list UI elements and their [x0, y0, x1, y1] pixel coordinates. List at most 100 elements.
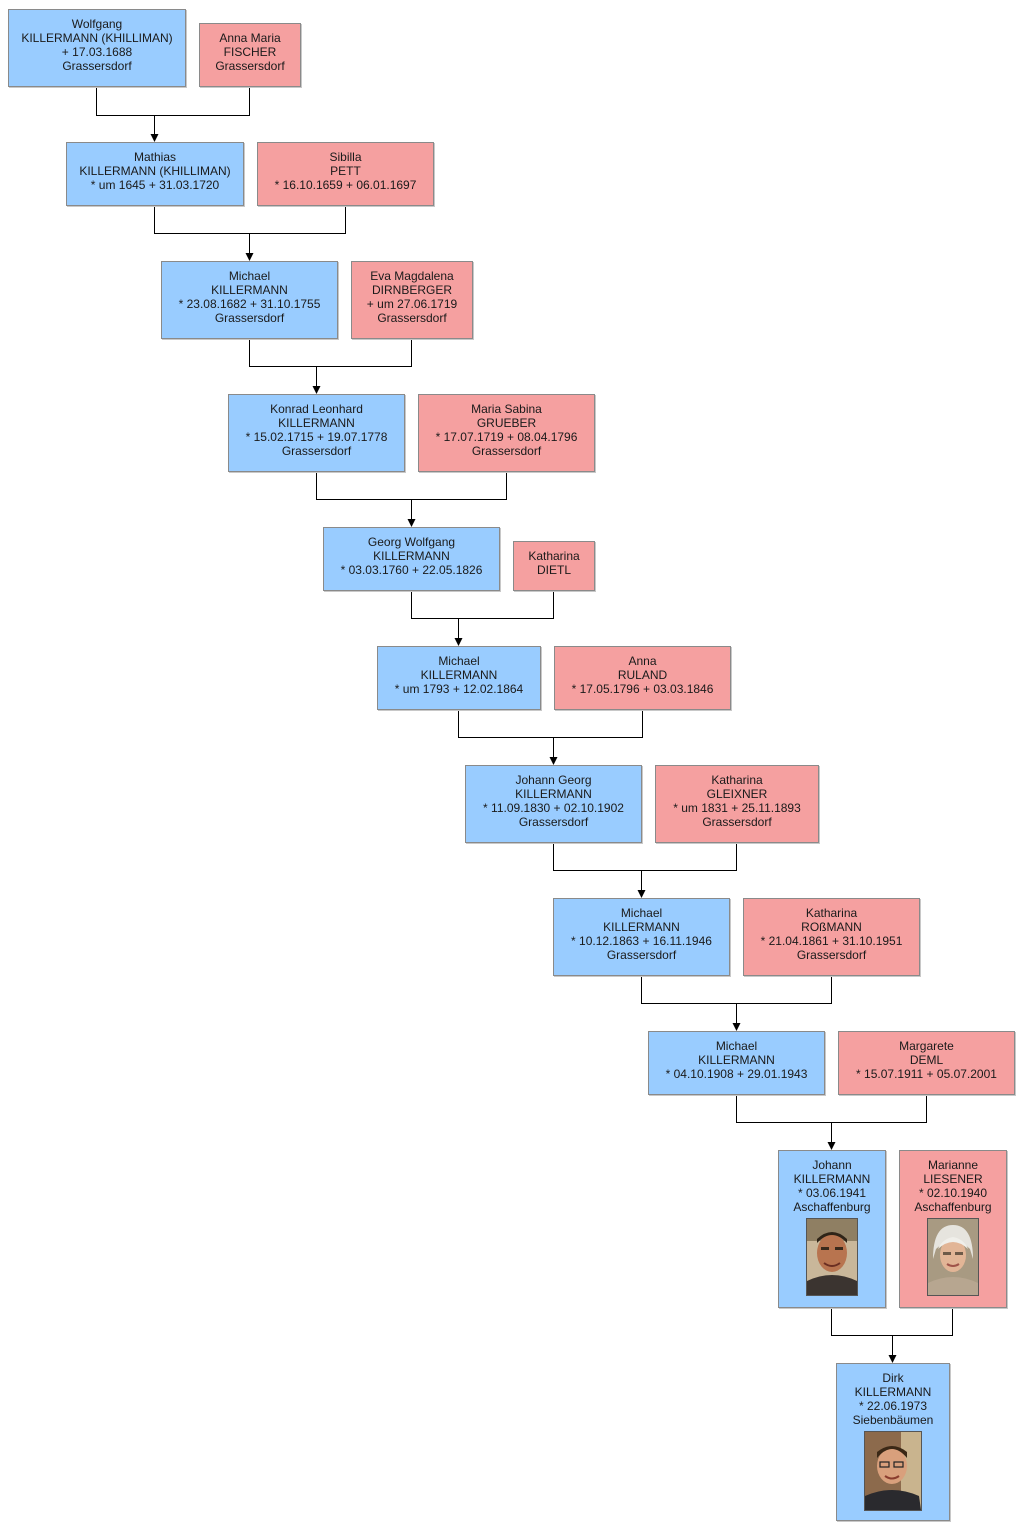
person-line: Sibilla	[329, 150, 362, 164]
person-line: Grassersdorf	[214, 311, 285, 325]
person-johann-georg-killermann[interactable]: Johann Georg KILLERMANN * 11.09.1830 + 0…	[465, 765, 642, 843]
person-line: * 04.10.1908 + 29.01.1943	[665, 1067, 808, 1081]
person-line: * um 1793 + 12.02.1864	[394, 682, 524, 696]
person-line: KILLERMANN	[698, 1053, 775, 1067]
connector-arrowhead-7	[637, 890, 646, 898]
person-line: Siebenbäumen	[852, 1413, 934, 1427]
person-line: Marianne	[927, 1158, 979, 1172]
person-line: DEML	[909, 1053, 944, 1067]
person-line: Dirk	[882, 1371, 904, 1385]
person-line: KILLERMANN	[373, 549, 450, 563]
person-line: * 16.10.1659 + 06.01.1697	[274, 178, 417, 192]
person-johann-killermann[interactable]: Johann KILLERMANN * 03.06.1941 Aschaffen…	[778, 1150, 886, 1308]
person-line: Johann	[812, 1158, 852, 1172]
person-katharina-rossmann[interactable]: Katharina ROßMANN * 21.04.1861 + 31.10.1…	[743, 898, 920, 976]
person-line: Mathias	[133, 150, 177, 164]
person-line: * 17.07.1719 + 08.04.1796	[435, 430, 578, 444]
person-line: PETT	[330, 164, 361, 178]
person-line: * 02.10.1940	[918, 1186, 988, 1200]
person-line: Johann Georg	[515, 773, 592, 787]
person-line: RULAND	[617, 668, 668, 682]
connector-arrowhead-6	[549, 757, 558, 765]
family-connector-8	[641, 976, 832, 1024]
person-line: * 15.02.1715 + 19.07.1778	[245, 430, 388, 444]
person-line: Eva Magdalena	[370, 269, 454, 283]
person-line: Michael	[438, 654, 480, 668]
person-line: Grassersdorf	[606, 948, 677, 962]
family-connector-1	[96, 87, 250, 135]
person-line: Grassersdorf	[281, 444, 352, 458]
person-georg-wolfgang-killermann[interactable]: Georg Wolfgang KILLERMANN * 03.03.1760 +…	[323, 527, 500, 591]
person-dirk-killermann[interactable]: Dirk KILLERMANN * 22.06.1973 Siebenbäume…	[836, 1363, 950, 1521]
connector-arrowhead-9	[827, 1142, 836, 1150]
person-line: Katharina	[711, 773, 763, 787]
person-line: Wolfgang	[71, 17, 123, 31]
person-michael-killermann-1793[interactable]: Michael KILLERMANN * um 1793 + 12.02.186…	[377, 646, 541, 710]
person-mathias-killermann[interactable]: Mathias KILLERMANN (KHILLIMAN) * um 1645…	[66, 142, 244, 206]
connector-arrowhead-8	[732, 1023, 741, 1031]
person-line: * 03.03.1760 + 22.05.1826	[340, 563, 483, 577]
family-connector-10	[831, 1308, 953, 1356]
person-line: * 03.06.1941	[797, 1186, 867, 1200]
person-line: Georg Wolfgang	[367, 535, 456, 549]
person-wolfgang-killermann[interactable]: Wolfgang KILLERMANN (KHILLIMAN) + 17.03.…	[8, 9, 186, 87]
person-marianne-liesener[interactable]: Marianne LIESENER * 02.10.1940 Aschaffen…	[899, 1150, 1007, 1308]
person-anna-ruland[interactable]: Anna RULAND * 17.05.1796 + 03.03.1846	[554, 646, 731, 710]
person-line: * 10.12.1863 + 16.11.1946	[571, 934, 712, 948]
person-line: Anna	[628, 654, 657, 668]
portrait-photo-johann	[806, 1218, 858, 1296]
person-line: DIETL	[536, 563, 571, 577]
person-line: DIRNBERGER	[371, 283, 452, 297]
person-michael-killermann-1682[interactable]: Michael KILLERMANN * 23.08.1682 + 31.10.…	[161, 261, 338, 339]
person-katharina-dietl[interactable]: Katharina DIETL	[513, 541, 595, 591]
person-line: * 17.05.1796 + 03.03.1846	[571, 682, 714, 696]
person-line: KILLERMANN	[278, 416, 355, 430]
person-margarete-deml[interactable]: Margarete DEML * 15.07.1911 + 05.07.2001	[838, 1031, 1015, 1095]
person-line: Grassersdorf	[518, 815, 589, 829]
person-line: * 21.04.1861 + 31.10.1951	[760, 934, 903, 948]
person-line: LIESENER	[923, 1172, 983, 1186]
portrait-photo-dirk	[864, 1431, 922, 1511]
person-line: Grassersdorf	[215, 59, 285, 73]
person-line: KILLERMANN	[793, 1172, 871, 1186]
person-line: Michael	[228, 269, 271, 283]
person-line: Margarete	[899, 1039, 954, 1053]
connector-arrowhead-2	[245, 253, 254, 261]
person-line: Aschaffenburg	[793, 1200, 871, 1214]
person-anna-maria-fischer[interactable]: Anna Maria FISCHER Grassersdorf	[199, 23, 301, 87]
person-line: KILLERMANN	[420, 668, 498, 682]
person-line: KILLERMANN (KHILLIMAN)	[79, 164, 231, 178]
person-line: FISCHER	[223, 45, 277, 59]
connector-arrowhead-5	[454, 638, 463, 646]
family-connector-3	[249, 339, 412, 387]
family-connector-7	[553, 843, 737, 891]
family-connector-4	[316, 472, 507, 520]
connector-arrowhead-3	[312, 386, 321, 394]
person-line: Grassersdorf	[796, 948, 867, 962]
person-sibilla-pett[interactable]: Sibilla PETT * 16.10.1659 + 06.01.1697	[257, 142, 434, 206]
person-line: * um 1645 + 31.03.1720	[90, 178, 220, 192]
person-line: Grassersdorf	[471, 444, 542, 458]
person-michael-killermann-1908[interactable]: Michael KILLERMANN * 04.10.1908 + 29.01.…	[648, 1031, 825, 1095]
person-line: + 17.03.1688	[61, 45, 133, 59]
person-line: KILLERMANN (KHILLIMAN)	[21, 31, 173, 45]
connector-arrowhead-4	[407, 519, 416, 527]
person-konrad-leonhard-killermann[interactable]: Konrad Leonhard KILLERMANN * 15.02.1715 …	[228, 394, 405, 472]
person-line: * 22.06.1973	[858, 1399, 928, 1413]
person-line: Grassersdorf	[62, 59, 132, 73]
person-katharina-gleixner[interactable]: Katharina GLEIXNER * um 1831 + 25.11.189…	[655, 765, 819, 843]
person-line: Michael	[620, 906, 663, 920]
family-connector-5	[411, 591, 554, 639]
person-maria-sabina-grueber[interactable]: Maria Sabina GRUEBER * 17.07.1719 + 08.0…	[418, 394, 595, 472]
family-connector-9	[736, 1095, 927, 1143]
person-michael-killermann-1863[interactable]: Michael KILLERMANN * 10.12.1863 + 16.11.…	[553, 898, 730, 976]
person-line: KILLERMANN	[854, 1385, 932, 1399]
person-line: GRUEBER	[476, 416, 537, 430]
person-line: * 15.07.1911 + 05.07.2001	[856, 1067, 997, 1081]
person-eva-magdalena-dirnberger[interactable]: Eva Magdalena DIRNBERGER + um 27.06.1719…	[351, 261, 473, 339]
person-line: + um 27.06.1719	[366, 297, 458, 311]
person-line: KILLERMANN	[603, 920, 680, 934]
person-line: Katharina	[528, 549, 580, 563]
person-line: Michael	[715, 1039, 758, 1053]
connector-arrowhead-1	[150, 134, 159, 142]
